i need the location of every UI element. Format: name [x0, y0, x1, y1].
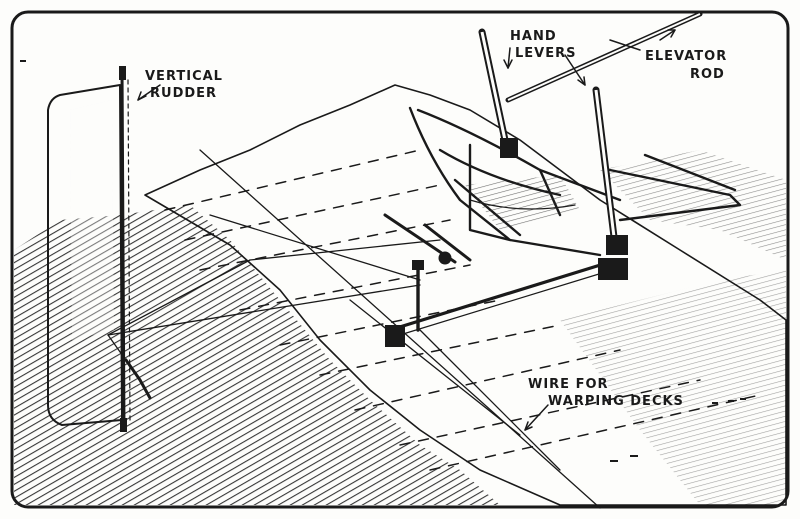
label-warping-decks: WARPING DECKS: [548, 394, 684, 409]
rudder-bar: [383, 213, 472, 265]
label-wire-for: WIRE FOR: [528, 377, 609, 392]
label-vertical: VERTICAL: [145, 69, 223, 84]
elevator-rod: [505, 11, 703, 103]
label-rod: ROD: [690, 67, 725, 82]
wing-deck: [144, 84, 787, 506]
label-arrows: [137, 29, 676, 431]
label-hand: HAND: [510, 29, 557, 44]
frame-border: [10, 10, 790, 509]
seat-shading: [465, 175, 580, 230]
label-elevator: ELEVATOR: [645, 49, 727, 64]
label-levers: LEVERS: [515, 46, 576, 61]
dashed-dots: [20, 60, 746, 462]
label-rudder: RUDDER: [150, 86, 217, 101]
hand-levers: [478, 28, 628, 255]
cross-bar: [385, 258, 628, 347]
